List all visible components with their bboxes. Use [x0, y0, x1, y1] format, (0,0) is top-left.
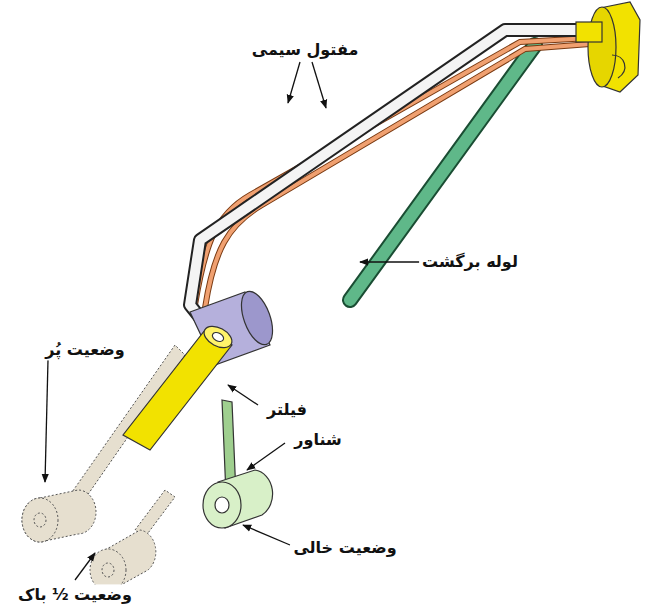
state-label: وضعیت خالی	[290, 537, 399, 558]
state-label: وضعیت ½ باک	[15, 584, 135, 605]
part-label: لوله برگشت	[419, 251, 521, 272]
float-half-position	[90, 490, 175, 591]
flange	[576, 2, 640, 92]
part-label: شناور	[291, 429, 344, 450]
part-label: فیلتر	[264, 399, 310, 420]
wires	[195, 38, 590, 308]
filter	[123, 322, 235, 450]
leader-lines	[45, 62, 420, 580]
float-empty	[203, 400, 273, 528]
state-label: وضعیت پُر	[42, 339, 127, 360]
part-label: مفتول سیمی	[249, 39, 362, 60]
float-full-position	[22, 345, 185, 542]
